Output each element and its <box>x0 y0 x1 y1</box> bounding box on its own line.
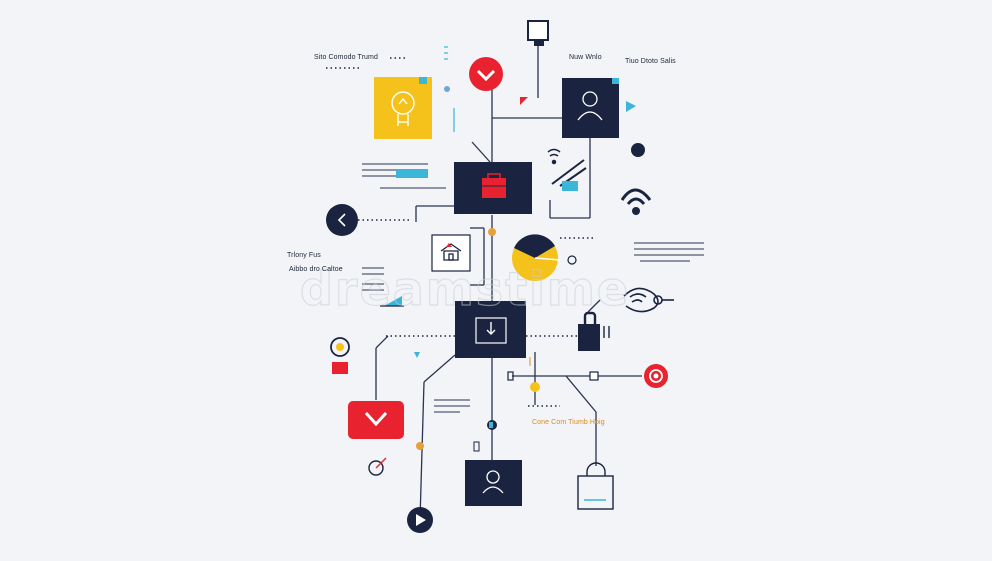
label-top-left: Sito Comodo Trumd <box>314 54 378 61</box>
label-left-mid-sub: Aibbo dro Caltoe <box>289 266 343 273</box>
user-icon <box>482 470 504 494</box>
play-icon <box>407 507 433 533</box>
phone-glyph <box>473 422 493 452</box>
download-card <box>455 301 526 358</box>
record-icon <box>644 364 668 388</box>
label-top-right: Tiuo Dtoto Salis <box>625 58 676 65</box>
wifi-icon <box>620 188 652 215</box>
location-pin-icon <box>330 337 420 374</box>
label-bottom-right-note: Cone Com Tiumb Hoig <box>532 419 605 426</box>
chevron-down-icon <box>364 411 388 427</box>
shopping-bag-icon <box>577 462 614 510</box>
fingerprint-icon <box>623 287 674 313</box>
lock-icon <box>578 311 610 351</box>
briefcase-icon <box>482 173 506 198</box>
edit-icon <box>551 159 587 191</box>
right-connectors <box>507 357 599 392</box>
user-card-bottom <box>465 460 522 506</box>
back-arrow-icon <box>326 204 358 236</box>
text-line-placeholders <box>362 163 704 413</box>
user-card <box>562 78 619 138</box>
branch-dot-orange <box>416 442 424 450</box>
small-chart-glyph <box>380 296 404 307</box>
briefcase-card <box>454 162 532 214</box>
lightbulb-icon <box>391 91 415 126</box>
spine-dot-orange <box>488 228 496 236</box>
download-icon <box>486 322 496 335</box>
label-left-mid-title: Trlony Fus <box>287 252 321 259</box>
check-badge-icon <box>469 57 503 91</box>
house-card <box>431 234 471 272</box>
dotted-leaders <box>326 57 594 407</box>
cyan-highlight-bar <box>396 170 428 178</box>
pie-chart-icon <box>512 234 577 281</box>
user-icon <box>577 91 603 121</box>
target-glyph <box>368 457 387 476</box>
monitor-icon <box>527 20 549 46</box>
chevron-down-card <box>348 401 404 439</box>
house-icon <box>440 243 462 261</box>
wifi-small-icon <box>547 148 561 165</box>
label-top-center: Nuw Wnlo <box>569 54 602 61</box>
top-decor <box>444 46 645 157</box>
connector-lines <box>375 45 642 521</box>
lightbulb-card <box>374 77 432 139</box>
